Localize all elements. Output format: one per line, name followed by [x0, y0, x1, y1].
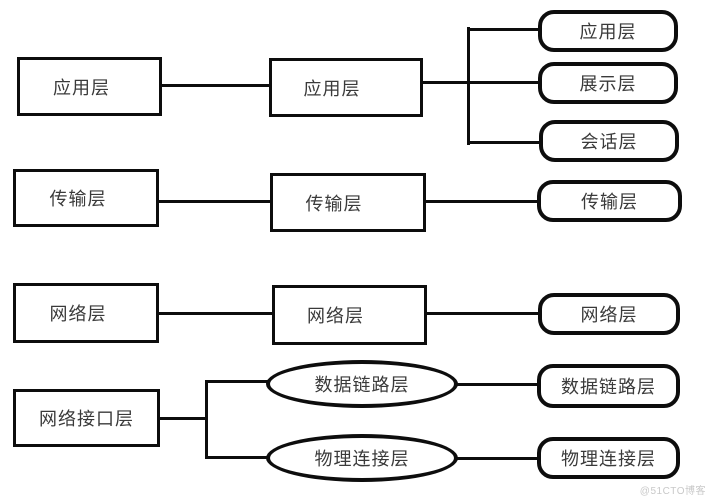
node-left-transport-layer: 传输层 — [13, 169, 159, 227]
connector-trunk-application-split — [467, 27, 470, 145]
node-middle-physical-connection-layer: 物理连接层 — [266, 434, 458, 482]
node-left-network-layer: 网络层 — [13, 283, 159, 343]
connector-middle-to-right-transport — [426, 200, 537, 203]
connector-left-to-middle-network — [159, 312, 272, 315]
connector-branch-to-application — [467, 28, 540, 31]
node-right-presentation-layer: 展示层 — [538, 62, 678, 104]
node-right-application-layer: 应用层 — [538, 10, 678, 52]
connector-trunk-network-interface-split — [205, 380, 208, 459]
node-right-physical-connection-layer: 物理连接层 — [537, 437, 680, 479]
connector-middle-to-right-network — [427, 312, 538, 315]
connector-branch-to-physical-ellipse — [205, 456, 269, 459]
watermark-51cto: @51CTO博客 — [639, 486, 706, 497]
connector-left-to-middle-application — [162, 84, 269, 87]
node-right-network-layer: 网络层 — [538, 293, 680, 335]
connector-middle-application-to-presentation — [423, 81, 540, 84]
node-right-transport-layer: 传输层 — [537, 180, 682, 222]
connector-left-to-middle-transport — [159, 200, 270, 203]
connector-physical-ellipse-to-right — [455, 457, 537, 460]
node-left-network-interface-layer: 网络接口层 — [13, 389, 160, 447]
connector-branch-to-data-link-ellipse — [205, 380, 269, 383]
node-left-application-layer: 应用层 — [17, 57, 162, 116]
node-right-session-layer: 会话层 — [539, 120, 679, 162]
node-middle-network-layer: 网络层 — [272, 285, 427, 345]
node-middle-data-link-layer: 数据链路层 — [266, 360, 458, 408]
connector-data-link-ellipse-to-right — [455, 383, 537, 386]
connector-network-interface-feed — [160, 417, 208, 420]
node-middle-transport-layer: 传输层 — [270, 173, 426, 232]
node-right-data-link-layer: 数据链路层 — [537, 364, 680, 408]
node-middle-application-layer: 应用层 — [269, 58, 423, 117]
connector-branch-to-session — [467, 141, 540, 144]
